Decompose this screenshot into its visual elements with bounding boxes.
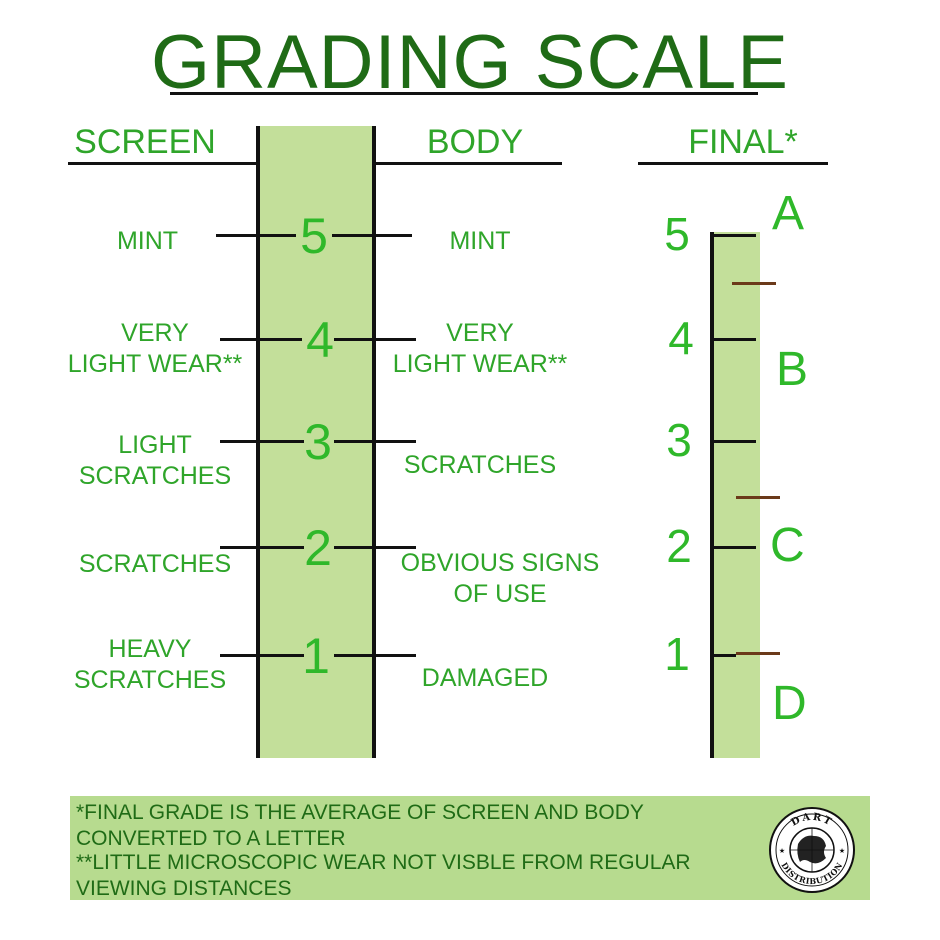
screen-header-rule [68,162,258,165]
scale-number-2: 2 [304,520,332,576]
title-underline [170,92,758,95]
body-desc-2: OBVIOUS SIGNS OF USE [400,549,600,608]
boundary-tick-c-d [736,652,780,655]
body-desc-3: SCRATCHES [403,451,557,479]
tick-2-right [334,546,416,549]
tick-3-right [334,440,416,443]
screen-desc-5: MINT [116,227,179,255]
svg-text:★: ★ [779,847,785,855]
final-header-rule [638,162,828,165]
final-header: FINAL* [688,123,798,161]
boundary-tick-b-c [736,496,780,499]
page-title: GRADING SCALE [150,20,790,105]
screen-header: SCREEN [74,123,216,161]
tick-5-right [332,234,412,237]
boundary-tick-a-b [732,282,776,285]
tick-1-right [334,654,416,657]
final-number-3: 3 [666,414,692,466]
final-letter-c: C [770,519,805,572]
final-number-4: 4 [668,312,694,364]
screen-desc-1: HEAVY SCRATCHES [73,635,227,694]
final-tick-2 [712,546,756,549]
footnote-box [70,796,870,900]
final-letter-a: A [772,187,805,240]
final-tick-4 [712,338,756,341]
footnote-wear: **LITTLE MICROSCOPIC WEAR NOT VISBLE FRO… [76,851,691,900]
tick-4-left [220,338,302,341]
screen-desc-2: SCRATCHES [78,550,232,578]
final-letter-b: B [776,343,809,396]
dart-distribution-logo: DART DISTRIBUTION ★ ★ [769,807,855,893]
scale-number-1: 1 [302,628,330,684]
tick-4-right [334,338,416,341]
screen-desc-3: LIGHT SCRATCHES [78,431,232,490]
tick-1-left [220,654,304,657]
final-tick-1 [712,654,736,657]
body-desc-5: MINT [449,227,511,255]
final-number-5: 5 [664,208,690,260]
final-tick-5 [712,234,756,237]
scale-number-4: 4 [306,312,334,368]
svg-text:★: ★ [839,847,845,855]
final-scale-line [710,232,714,758]
final-tick-3 [712,440,756,443]
body-header: BODY [426,123,524,161]
final-scale-band [712,232,760,758]
tick-3-left [220,440,304,443]
body-header-rule [374,162,562,165]
tick-5-left [216,234,296,237]
body-desc-4: VERY LIGHT WEAR** [392,319,568,378]
final-letter-d: D [772,677,807,730]
screen-desc-4: VERY LIGHT WEAR** [67,319,243,378]
scale-number-5: 5 [300,208,328,264]
footnote-final: *FINAL GRADE IS THE AVERAGE OF SCREEN AN… [76,801,644,850]
scale-number-3: 3 [304,414,332,470]
body-desc-1: DAMAGED [421,664,549,692]
final-number-2: 2 [666,520,692,572]
final-number-1: 1 [664,628,690,680]
tick-2-left [220,546,304,549]
